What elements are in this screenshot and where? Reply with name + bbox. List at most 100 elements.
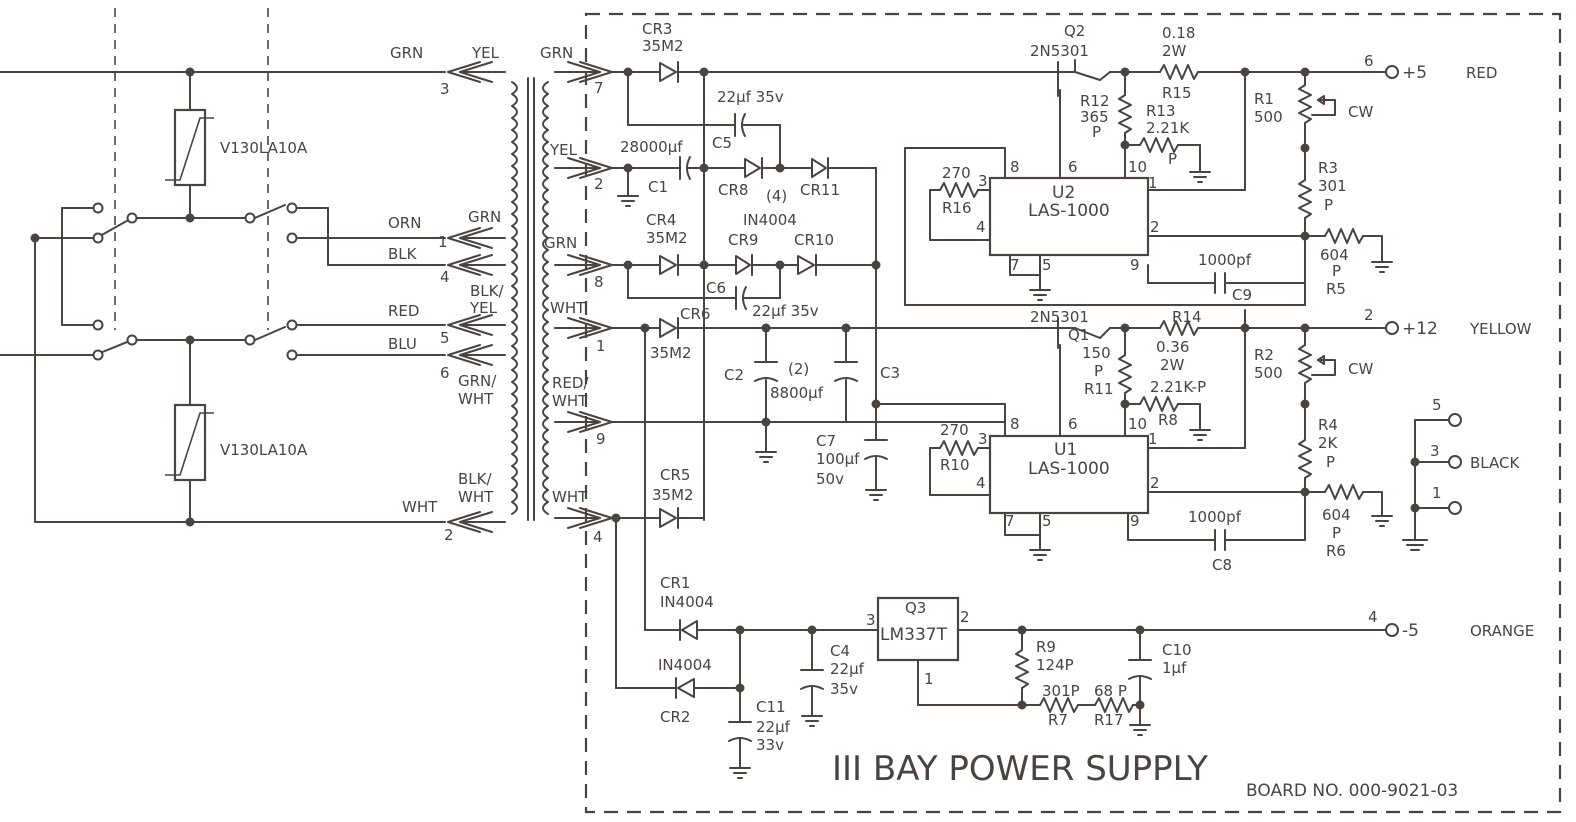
label-q1-value: 2N5301 <box>1030 308 1089 326</box>
pin-sec-1: 1 <box>596 337 606 355</box>
capacitor-c2 <box>754 361 778 382</box>
label-c11-value-2: 33v <box>756 736 784 754</box>
label-r9: R9 <box>1036 638 1056 656</box>
pin-u1-4: 4 <box>976 474 986 492</box>
label-r12: R12 <box>1080 92 1110 110</box>
transistor-q2 <box>1039 61 1059 97</box>
label-r7-value: 301P <box>1042 682 1080 700</box>
pin-3: 3 <box>440 80 450 98</box>
labels-secondary: GRN 7 YEL 2 GRN 8 WHT 1 RED/ WHT 9 WHT 4 <box>540 44 606 546</box>
label-q3-value: LM337T <box>880 625 948 645</box>
output-terminals[interactable] <box>1385 65 1462 637</box>
label-r13: R13 <box>1146 102 1176 120</box>
label-c9: C9 <box>1232 286 1252 304</box>
label-q1: Q1 <box>1068 326 1089 344</box>
label-c5-value: 22µf 35v <box>717 88 784 106</box>
label-cr3-value: 35M2 <box>642 37 684 55</box>
label-sec-redwht-1: RED/ <box>552 374 589 392</box>
diode-cr8 <box>744 157 763 179</box>
labels-plus12: 2N5301 Q1 R14 150 P R11 0.36 2W 2.21K-P … <box>940 308 1373 574</box>
out6-pin: 6 <box>1364 52 1374 70</box>
label-r11-p: P <box>1094 362 1103 380</box>
label-r6: R6 <box>1326 542 1346 560</box>
label-c8-value: 1000pf <box>1188 508 1242 526</box>
regulator-plus12-junctions <box>1120 323 1310 497</box>
label-r10-value: 270 <box>940 421 969 439</box>
blk-pin-1: 1 <box>1432 484 1442 502</box>
label-red: RED <box>388 302 419 320</box>
label-r15-value-2: 2W <box>1162 42 1187 60</box>
diode-cr10 <box>797 254 817 276</box>
diode-cr5 <box>659 507 679 529</box>
pin-q3-1: 1 <box>924 670 934 688</box>
label-cr-group: (4) <box>766 187 787 205</box>
label-cr5-value: 35M2 <box>652 486 694 504</box>
pin-u2-1: 1 <box>1148 174 1158 192</box>
label-r9-value: 124P <box>1036 656 1074 674</box>
pin-2: 2 <box>444 526 454 544</box>
label-u1-value: LAS-1000 <box>1028 459 1110 479</box>
label-yel: YEL <box>471 44 500 62</box>
pin-4: 4 <box>440 268 450 286</box>
label-c2: C2 <box>724 366 744 384</box>
label-c8: C8 <box>1212 556 1232 574</box>
schematic-title: III BAY POWER SUPPLY <box>832 749 1208 789</box>
label-u2: U2 <box>1052 183 1075 203</box>
pin-u1-7: 7 <box>1005 512 1015 530</box>
label-c2-group: (2) <box>788 360 809 378</box>
label-r17-value: 68 P <box>1094 682 1127 700</box>
label-c10-value: 1µf <box>1162 659 1187 677</box>
pin-q3-3: 3 <box>866 611 876 629</box>
regulator-minus5-junctions <box>1017 625 1145 710</box>
label-r6-value: 604 <box>1322 506 1351 524</box>
label-r5-p: P <box>1332 262 1341 280</box>
pin-u1-5: 5 <box>1042 512 1052 530</box>
label-c1: C1 <box>648 178 668 196</box>
label-cr6-value: 35M2 <box>650 344 692 362</box>
labels-outputs: 6 +5 RED 2 +12 YELLOW 4 -5 ORANGE 5 3 1 … <box>1364 52 1534 641</box>
pin-sec-9: 9 <box>596 430 606 448</box>
label-r7: R7 <box>1048 711 1068 729</box>
label-c4-value-2: 35v <box>830 680 858 698</box>
label-r4-p: P <box>1326 453 1335 471</box>
label-r13-p: P <box>1168 150 1177 168</box>
pin-u2-9: 9 <box>1130 256 1140 274</box>
label-r17: R17 <box>1094 711 1124 729</box>
label-cr1-value: IN4004 <box>660 593 714 611</box>
pin-u1-6: 6 <box>1068 415 1078 433</box>
ic-u2 <box>988 176 1150 257</box>
label-orn: ORN <box>388 214 421 232</box>
label-r4: R4 <box>1318 416 1338 434</box>
label-u1: U1 <box>1054 440 1077 460</box>
label-r8-value: 2.21K-P <box>1150 378 1206 396</box>
title-block: III BAY POWER SUPPLY BOARD NO. 000-9021-… <box>832 749 1458 801</box>
regulator-plus5-junctions <box>1120 67 1310 241</box>
label-cw-2: CW <box>1348 360 1373 378</box>
switch-contacts[interactable] <box>92 202 298 361</box>
board-number: BOARD NO. 000-9021-03 <box>1246 781 1458 801</box>
label-cr6: CR6 <box>680 305 710 323</box>
label-cr4-value: 35M2 <box>646 229 688 247</box>
label-grnwht-1: GRN/ <box>458 372 497 390</box>
pin-u2-3: 3 <box>978 172 988 190</box>
out6-color: RED <box>1466 64 1497 82</box>
label-sec-grn-mid: GRN <box>544 234 577 252</box>
label-r2-value: 500 <box>1254 364 1283 382</box>
label-r1: R1 <box>1254 90 1274 108</box>
blk-pin-5: 5 <box>1432 396 1442 414</box>
label-q2: Q2 <box>1064 22 1085 40</box>
labels-plus5: Q2 2N5301 0.18 2W R15 R12 365 P R13 2.21… <box>942 22 1373 304</box>
label-r14-value-2: 2W <box>1160 356 1185 374</box>
pin-u2-8: 8 <box>1010 158 1020 176</box>
label-blu: BLU <box>388 335 417 353</box>
label-varistor-2: V130LA10A <box>220 441 308 459</box>
pin-1: 1 <box>438 233 448 251</box>
secondary-connectors <box>554 61 613 529</box>
label-cr3: CR3 <box>642 20 672 38</box>
label-cr10: CR10 <box>794 231 834 249</box>
label-r5: R5 <box>1326 280 1346 298</box>
label-c4: C4 <box>830 642 850 660</box>
label-c5: C5 <box>712 134 732 152</box>
label-blk: BLK <box>388 245 418 263</box>
label-cr4: CR4 <box>646 211 676 229</box>
